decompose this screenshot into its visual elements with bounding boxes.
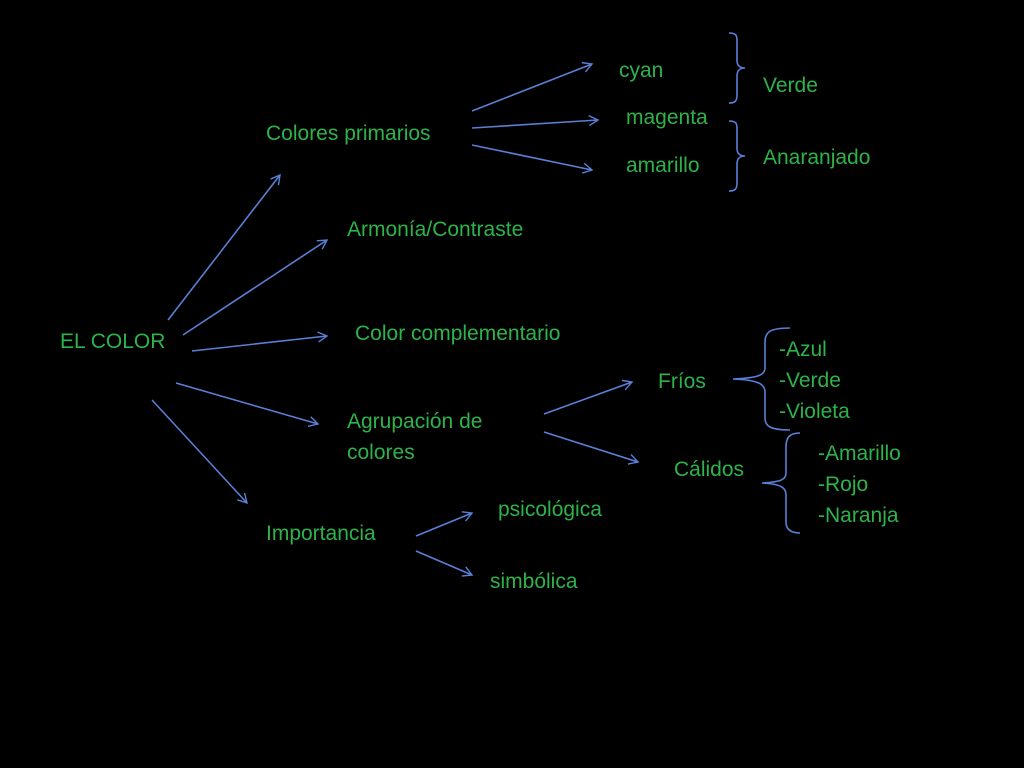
node-agrupacion-colores: Agrupación de colores <box>347 410 483 464</box>
list-frios: -Azul -Verde -Violeta <box>779 338 850 423</box>
root-node: EL COLOR <box>60 330 166 353</box>
node-calidos: Cálidos <box>674 458 745 481</box>
arrow-root-to-complementario <box>191 331 329 352</box>
brace-anaranjado <box>728 120 746 192</box>
brace-verde <box>728 32 746 104</box>
node-amarillo: amarillo <box>626 154 700 177</box>
arrow-primarios-to-magenta <box>471 114 600 129</box>
arrow-agrupacion-to-frios <box>543 379 634 415</box>
node-armonia-contraste: Armonía/Contraste <box>347 218 524 241</box>
node-color-complementario: Color complementario <box>355 322 561 345</box>
arrow-root-to-agrupacion <box>175 382 320 427</box>
arrow-importancia-to-simbolica <box>415 550 474 577</box>
arrow-root-to-importancia <box>151 399 248 505</box>
node-cyan: cyan <box>619 59 664 82</box>
node-verde: Verde <box>763 74 818 97</box>
node-colores-primarios: Colores primarios <box>266 122 431 145</box>
arrow-primarios-to-amarillo <box>471 144 594 174</box>
node-psicologica: psicológica <box>498 498 602 521</box>
arrow-primarios-to-cyan <box>471 61 594 112</box>
node-anaranjado: Anaranjado <box>763 146 871 169</box>
list-calidos: -Amarillo -Rojo -Naranja <box>818 442 901 527</box>
node-simbolica: simbólica <box>490 570 578 593</box>
brace-frios <box>732 327 791 431</box>
node-importancia: Importancia <box>266 522 376 545</box>
arrow-importancia-to-psicologica <box>415 511 474 537</box>
node-frios: Fríos <box>658 370 706 393</box>
brace-calidos <box>761 432 801 534</box>
arrow-root-to-armonia <box>182 239 329 336</box>
arrow-agrupacion-to-calidos <box>543 431 640 465</box>
node-magenta: magenta <box>626 106 708 129</box>
arrow-root-to-primarios <box>167 173 281 321</box>
